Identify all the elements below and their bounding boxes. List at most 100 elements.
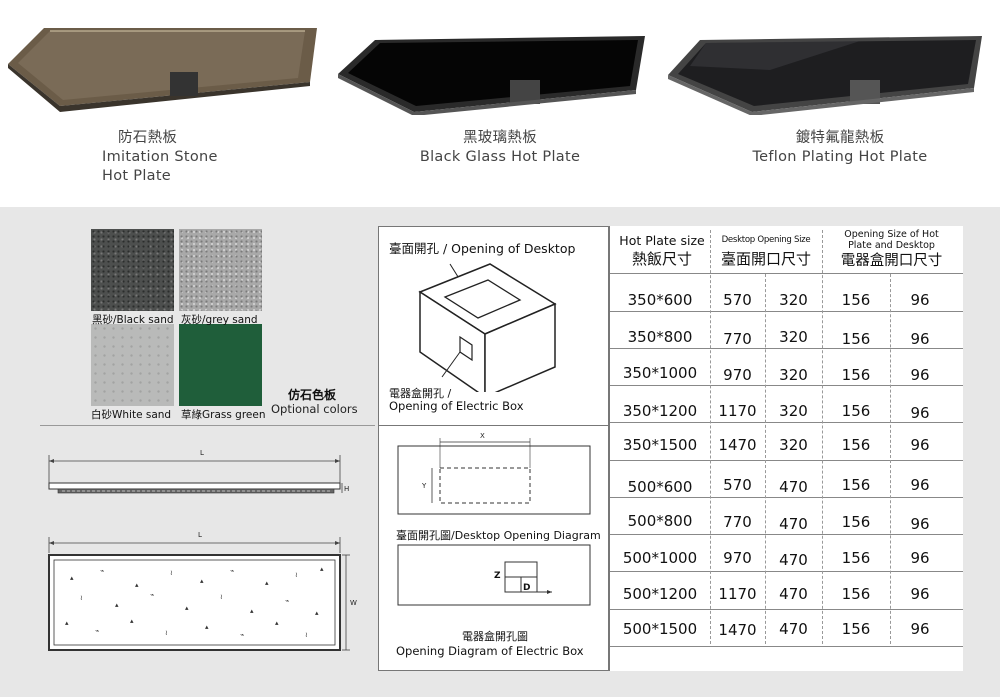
y-dimension-label: Y — [421, 482, 427, 490]
row-rule — [610, 348, 963, 349]
row-rule — [610, 385, 963, 386]
caption-stone-zh: 防石熱板 — [118, 130, 178, 146]
cell-size: 350*1200 — [622, 402, 698, 420]
cell-desk-x: 970 — [723, 549, 752, 567]
swatch-label-grass-green: 草綠Grass green — [181, 409, 266, 421]
electric-box-label-2: Opening of Electric Box — [389, 399, 524, 413]
swatch-label-black-sand: 黑砂/Black sand — [92, 314, 174, 326]
caption-teflon-en: Teflon Plating Hot Plate — [752, 149, 928, 165]
optional-colors-title-en: Optional colors — [271, 402, 358, 416]
desktop-opening-diagram: X Y — [397, 432, 591, 515]
swatch-white-sand — [91, 324, 174, 406]
cell-box-d: 96 — [910, 366, 930, 384]
row-rule — [610, 460, 963, 461]
swatch-grey-sand — [179, 229, 262, 311]
cell-box-d: 96 — [910, 620, 930, 638]
cell-box-z: 156 — [841, 620, 871, 638]
header-hot-plate-size-en: Hot Plate size — [619, 233, 705, 248]
caption-stone: 防石熱板 Imitation Stone Hot Plate — [90, 129, 230, 186]
row-rule — [610, 609, 963, 610]
side-view-H-label: H — [344, 485, 349, 493]
svg-text:▴: ▴ — [130, 617, 134, 625]
product-photo-stone — [8, 28, 317, 112]
header-hot-plate-size-zh: 熱飯尺寸 — [631, 250, 692, 268]
cell-box-z: 156 — [841, 291, 871, 309]
left-divider — [40, 425, 375, 426]
svg-text:≀: ≀ — [305, 631, 308, 639]
svg-text:≀: ≀ — [80, 594, 83, 602]
caption-stone-en2: Hot Plate — [102, 168, 172, 184]
cell-size: 350*1500 — [622, 436, 698, 454]
cell-desk-y: 320 — [779, 291, 808, 309]
cell-box-d: 96 — [910, 549, 930, 567]
cell-size: 500*800 — [627, 512, 693, 530]
svg-text:▴: ▴ — [275, 619, 279, 627]
cell-size: 350*800 — [627, 328, 693, 346]
swatch-black-sand — [91, 229, 174, 311]
cell-desk-y: 470 — [779, 551, 808, 569]
svg-text:▴: ▴ — [200, 577, 204, 585]
header-box-opening-en-2: Plate and Desktop — [848, 240, 935, 251]
z-dimension-label: Z — [494, 571, 501, 581]
cell-desk-y: 320 — [779, 328, 808, 346]
product-photo-black-glass — [338, 36, 645, 115]
cell-box-d: 96 — [910, 404, 930, 422]
cell-box-z: 156 — [841, 366, 871, 384]
cell-size: 500*600 — [627, 478, 693, 496]
svg-text:▴: ▴ — [135, 581, 139, 589]
header-desktop-opening-en: Desktop Opening Size — [721, 235, 811, 245]
row-rule — [610, 571, 963, 572]
row-rule — [610, 311, 963, 312]
header-box-opening-en-1: Opening Size of Hot — [844, 229, 939, 240]
svg-text:▴: ▴ — [115, 601, 119, 609]
cell-box-d: 96 — [910, 330, 930, 348]
cell-desk-x: 970 — [723, 366, 752, 384]
black-glass-surface — [348, 40, 638, 106]
diagram-divider — [379, 425, 609, 426]
svg-text:▴: ▴ — [315, 609, 319, 617]
cell-size: 500*1200 — [622, 585, 698, 603]
x-dimension-label: X — [480, 432, 485, 440]
cell-desk-x: 770 — [723, 330, 752, 348]
cell-desk-y: 470 — [779, 620, 808, 638]
svg-text:⌁: ⌁ — [95, 627, 99, 635]
caption-black-glass-en: Black Glass Hot Plate — [419, 149, 581, 165]
cell-box-d: 96 — [910, 476, 930, 494]
cell-box-z: 156 — [841, 513, 871, 531]
cell-size: 500*1500 — [622, 620, 698, 638]
stone-surface — [18, 31, 305, 100]
column-divider — [822, 230, 823, 644]
electric-box-diagram-caption-1: 電器盒開孔圖 — [462, 630, 528, 643]
svg-text:▴: ▴ — [320, 565, 324, 573]
svg-text:⌁: ⌁ — [150, 591, 154, 599]
cell-desk-x: 1470 — [718, 436, 757, 454]
side-view-L-label: L — [200, 449, 204, 457]
column-divider — [765, 274, 766, 644]
svg-text:≀: ≀ — [295, 571, 298, 579]
electric-box-diagram: Z D — [397, 544, 591, 606]
cell-desk-x: 1170 — [718, 585, 757, 603]
column-divider — [890, 274, 891, 644]
top-view-drawing: L ▴⌁▴≀ ▴⌁▴≀ ▴≀▴⌁ ▴≀▴⌁ ▴▴⌁▴ ≀▴⌁▴ ≀ W — [48, 531, 357, 651]
cell-size: 500*1000 — [622, 549, 698, 567]
optional-colors-title-zh: 仿石色板 — [288, 388, 337, 402]
cell-box-z: 156 — [841, 476, 871, 494]
cell-box-d: 96 — [910, 291, 930, 309]
caption-black-glass-zh: 黑玻璃熱板 — [463, 130, 537, 146]
desktop-opening-label: 臺面開孔 / Opening of Desktop — [389, 241, 576, 256]
cell-box-d: 96 — [910, 436, 930, 454]
cell-box-z: 156 — [841, 436, 871, 454]
side-view-drawing: L H — [48, 449, 349, 494]
cell-size: 350*1000 — [622, 364, 698, 382]
electric-box-diagram-caption-2: Opening Diagram of Electric Box — [396, 644, 584, 658]
svg-text:≀: ≀ — [165, 629, 168, 637]
caption-black-glass: 黑玻璃熱板 Black Glass Hot Plate — [380, 129, 620, 167]
desktop-diagram-caption: 臺面開孔圖/Desktop Opening Diagram — [396, 529, 601, 542]
cell-desk-y: 470 — [779, 515, 808, 533]
size-table: Hot Plate size 熱飯尺寸 Desktop Opening Size… — [609, 226, 963, 671]
svg-text:▴: ▴ — [205, 623, 209, 631]
svg-text:≀: ≀ — [170, 569, 173, 577]
row-rule — [610, 497, 963, 498]
svg-text:⌁: ⌁ — [100, 567, 104, 575]
column-divider — [710, 230, 711, 644]
